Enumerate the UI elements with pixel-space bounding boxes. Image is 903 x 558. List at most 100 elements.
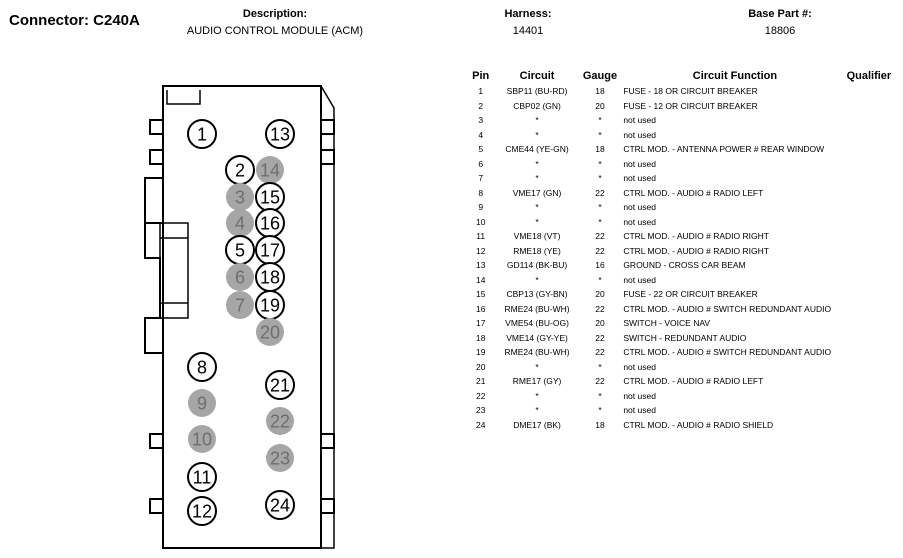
row-gauge: 22 bbox=[595, 376, 605, 387]
row-qualifier bbox=[847, 374, 903, 389]
row-gauge: * bbox=[598, 158, 602, 169]
row-gauge: * bbox=[598, 405, 602, 416]
row-qualifier bbox=[847, 287, 903, 302]
housing-top-notch bbox=[166, 90, 201, 105]
pin-number: 3 bbox=[235, 188, 245, 208]
row-circuit: GD114 (BK-BU) bbox=[506, 260, 568, 271]
harness-value: 14401 bbox=[512, 25, 544, 37]
header-gauge: Gauge bbox=[582, 70, 618, 82]
pin-circle bbox=[226, 291, 254, 319]
row-gauge: * bbox=[598, 173, 602, 184]
row-function: FUSE - 12 OR CIRCUIT BREAKER bbox=[623, 100, 758, 111]
row-circuit: VME54 (BU-OG) bbox=[505, 318, 569, 329]
pin-cavity-18: 18 bbox=[255, 262, 285, 292]
row-circuit: * bbox=[535, 390, 539, 401]
pin-circle bbox=[265, 119, 295, 149]
row-circuit: VME17 (GN) bbox=[512, 187, 562, 198]
row-circuit: * bbox=[535, 216, 539, 227]
row-circuit: * bbox=[535, 274, 539, 285]
pin-circle bbox=[187, 462, 217, 492]
pin-cavity-17: 17 bbox=[255, 235, 285, 265]
row-circuit: VME18 (VT) bbox=[513, 231, 561, 242]
row-function: CTRL MOD. - AUDIO # RADIO RIGHT bbox=[623, 245, 769, 256]
pin-cavity-11: 11 bbox=[187, 462, 217, 492]
pin-number: 24 bbox=[270, 496, 290, 516]
row-qualifier bbox=[847, 302, 903, 317]
pin-row: 23**not used bbox=[468, 403, 903, 418]
housing-tab bbox=[149, 433, 164, 449]
pin-row: 4**not used bbox=[468, 128, 903, 143]
pin-cavity-21: 21 bbox=[265, 370, 295, 400]
row-qualifier bbox=[847, 273, 903, 288]
row-qualifier bbox=[847, 316, 903, 331]
housing-tab bbox=[320, 149, 335, 165]
row-function: not used bbox=[623, 173, 656, 184]
row-qualifier bbox=[847, 84, 903, 99]
row-gauge: 22 bbox=[595, 245, 605, 256]
pin-circle bbox=[188, 389, 216, 417]
pin-number: 5 bbox=[235, 241, 245, 261]
housing-body bbox=[162, 85, 322, 549]
row-function: not used bbox=[623, 405, 656, 416]
row-gauge: 22 bbox=[595, 187, 605, 198]
pin-table-header: Pin Circuit Gauge Circuit Function Quali… bbox=[468, 68, 903, 84]
pin-cavity-24: 24 bbox=[265, 490, 295, 520]
pin-circle bbox=[266, 444, 294, 472]
pin-row: 22**not used bbox=[468, 389, 903, 404]
pin-row: 10**not used bbox=[468, 215, 903, 230]
row-qualifier bbox=[847, 200, 903, 215]
description-label: Description: bbox=[242, 8, 308, 20]
row-pin: 24 bbox=[475, 419, 486, 430]
row-qualifier bbox=[847, 157, 903, 172]
pin-number: 9 bbox=[197, 394, 207, 414]
pin-circle bbox=[226, 263, 254, 291]
pin-number: 18 bbox=[260, 268, 280, 288]
pin-number: 4 bbox=[235, 214, 245, 234]
row-pin: 7 bbox=[478, 173, 484, 184]
pin-circle bbox=[188, 425, 216, 453]
row-circuit: * bbox=[535, 129, 539, 140]
pin-circle bbox=[226, 209, 254, 237]
pin-cavity-5: 5 bbox=[225, 235, 255, 265]
row-circuit: RME24 (BU-WH) bbox=[504, 347, 570, 358]
description-value: AUDIO CONTROL MODULE (ACM) bbox=[186, 25, 364, 37]
pin-number: 12 bbox=[192, 502, 212, 522]
connector-housing-outline bbox=[144, 85, 335, 549]
pin-number: 16 bbox=[260, 214, 280, 234]
row-pin: 12 bbox=[475, 245, 486, 256]
pin-number: 10 bbox=[192, 430, 212, 450]
row-function: CTRL MOD. - AUDIO # SWITCH REDUNDANT AUD… bbox=[623, 303, 832, 314]
pin-number: 7 bbox=[235, 296, 245, 316]
row-pin: 13 bbox=[475, 260, 486, 271]
row-qualifier bbox=[847, 345, 903, 360]
pin-row: 14**not used bbox=[468, 273, 903, 288]
row-gauge: 18 bbox=[595, 419, 605, 430]
row-circuit: * bbox=[535, 361, 539, 372]
row-gauge: 20 bbox=[595, 100, 605, 111]
connector-title: Connector: C240A bbox=[9, 12, 140, 29]
row-gauge: 20 bbox=[595, 289, 605, 300]
row-circuit: * bbox=[535, 405, 539, 416]
pin-cavity-4: 4 bbox=[226, 209, 254, 237]
pin-row: 9**not used bbox=[468, 200, 903, 215]
housing-right-rail bbox=[320, 85, 335, 549]
pin-row: 6**not used bbox=[468, 157, 903, 172]
pin-number: 2 bbox=[235, 161, 245, 181]
row-qualifier bbox=[847, 128, 903, 143]
row-gauge: 18 bbox=[595, 86, 605, 97]
row-function: FUSE - 22 OR CIRCUIT BREAKER bbox=[623, 289, 758, 300]
row-pin: 20 bbox=[475, 361, 486, 372]
pin-cavity-10: 10 bbox=[188, 425, 216, 453]
row-qualifier bbox=[847, 331, 903, 346]
row-function: CTRL MOD. - AUDIO # RADIO SHIELD bbox=[623, 419, 774, 430]
pin-row: 3**not used bbox=[468, 113, 903, 128]
housing-tab bbox=[320, 498, 335, 514]
row-gauge: * bbox=[598, 216, 602, 227]
